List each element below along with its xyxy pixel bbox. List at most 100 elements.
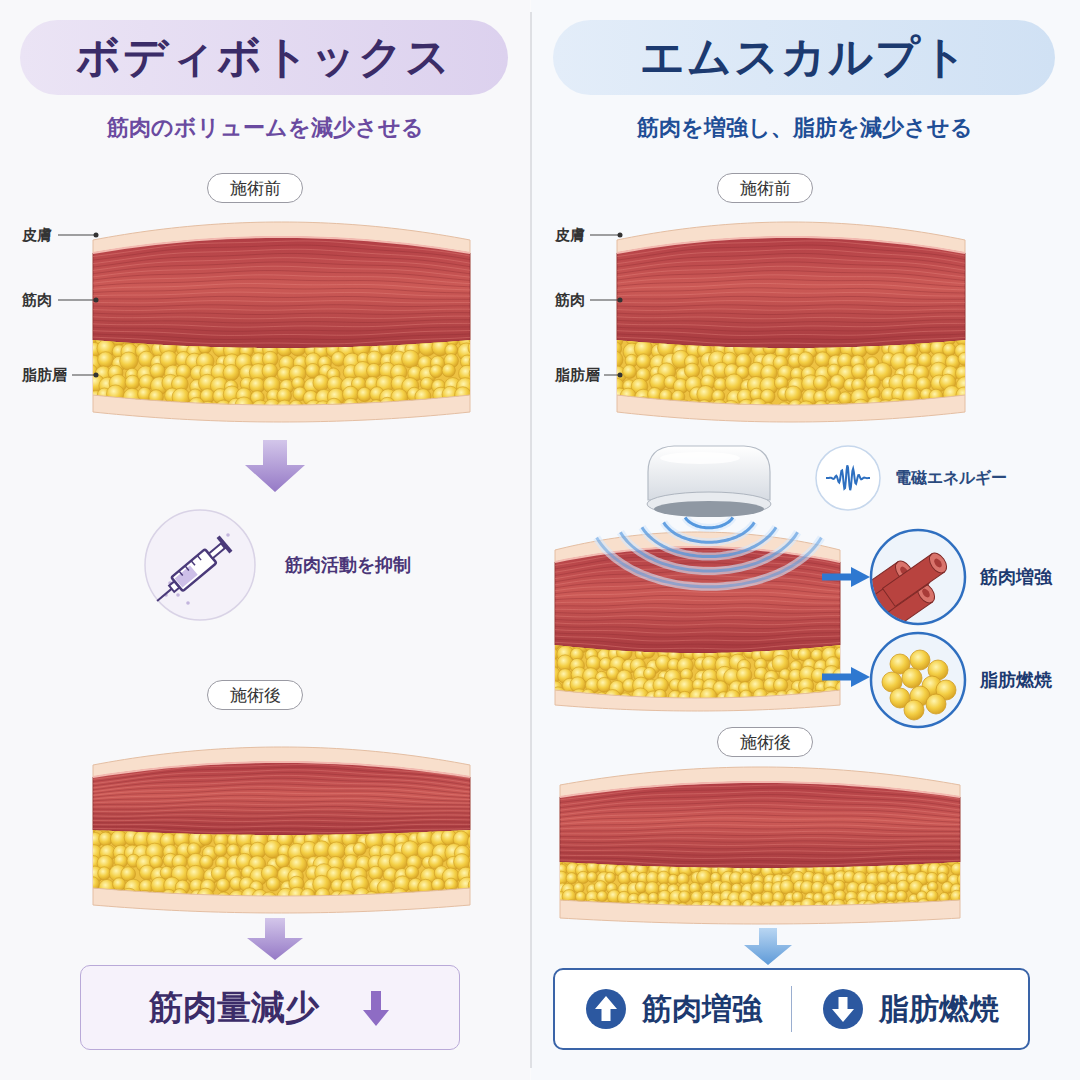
muscle-fiber [560,791,960,805]
fat-cell [187,344,202,359]
muscle-fiber [617,249,965,263]
pointer-arrow [822,674,855,681]
fat-cell [775,854,786,865]
fat-cell [950,890,963,903]
fat-cell [176,331,190,345]
fat-cell [408,366,423,381]
fat-cell [303,332,316,345]
fat-cell [382,832,398,848]
fat-cell [216,878,229,891]
fat-cell [380,844,396,860]
fat-cell [160,833,176,849]
fat-cell [822,647,838,663]
fat-cell [926,872,938,884]
fat-cell [697,343,711,357]
fat-cell [676,903,689,916]
fat-cell [764,636,781,653]
muscle-fiber [555,612,840,614]
muscle-fiber [560,852,960,855]
fat-cell [881,331,895,345]
muscle-fiber [93,787,470,796]
fat-cell [885,901,896,912]
fat-cell [877,884,889,896]
fat-cell [630,658,645,673]
muscle-fiber [555,636,840,641]
fat-cell [844,378,858,392]
fat-cell [380,389,397,406]
column-divider [530,12,532,1068]
fat-cell [617,670,633,686]
fat-cell [813,636,830,653]
fat-cell [241,328,259,346]
stage-label: 施術後 [230,684,281,707]
fat-cell [959,884,971,896]
fat-cell [402,350,420,368]
muscle-fiber-bundle [883,550,951,606]
energy-wave [642,527,776,556]
fat-cell [552,857,563,868]
fat-cell [778,365,794,381]
fat-cell [939,892,949,902]
muscle-callout: 筋肉増強 [868,527,1078,627]
fat-cell [432,379,446,393]
device-highlight [660,452,740,464]
fat-cell [597,891,608,902]
fat-cell [669,890,684,905]
fat-cell [594,636,607,649]
muscle-fiber [555,591,840,597]
fat-cell [773,355,788,370]
fat-cell [646,660,660,674]
flow-arrow [245,440,305,492]
fat-cell [604,902,616,914]
muscle-fiber [555,555,840,569]
fat-cell [279,356,295,372]
result-text: 脂肪燃焼 [879,989,999,1030]
fat-cell [343,855,359,871]
fat-cell [330,891,345,906]
fat-cell [470,819,483,832]
leader-dot [618,298,623,303]
fat-cell [928,863,942,877]
fat-cell [734,339,752,357]
fat-cell [367,363,382,378]
fat-cell [165,388,180,403]
fat-cell [666,634,682,650]
fat-cell [689,853,700,864]
fat-cell [683,647,696,660]
fat-cell [903,404,916,417]
fat-cell [304,832,318,846]
fat-cell [172,388,190,406]
fat-cell [897,880,910,893]
fat-cell [684,330,699,345]
fat-cell [635,881,647,893]
fat-cell [846,899,860,913]
fat-cell [134,329,150,345]
fat-cell [650,374,667,391]
fat-cell [680,669,692,681]
fat-cell [827,364,841,378]
fat-cell [643,679,659,695]
callout-text: 電磁エネルギー [895,468,1007,489]
device-body [648,446,770,500]
fat-cell [609,680,624,695]
fat-cell [176,340,193,357]
fat-cell [762,403,776,417]
fat-cell [293,332,308,347]
fat-cell [826,900,838,912]
fat-cell [365,831,383,849]
fat-cell [305,400,322,417]
fat-cell [825,401,842,418]
fat-cell [780,880,794,894]
fat-cell [210,377,228,395]
wave-glow [664,522,755,542]
muscle-fiber [560,838,960,840]
fat-cell [916,853,930,867]
fat-cell [607,398,623,414]
fat-cell [788,354,802,368]
skin-layer [93,222,470,422]
fat-cell [200,401,215,416]
fat-cell [382,331,396,345]
fat-cell [668,649,682,663]
fat-cell [89,391,104,406]
graduation [185,566,189,571]
